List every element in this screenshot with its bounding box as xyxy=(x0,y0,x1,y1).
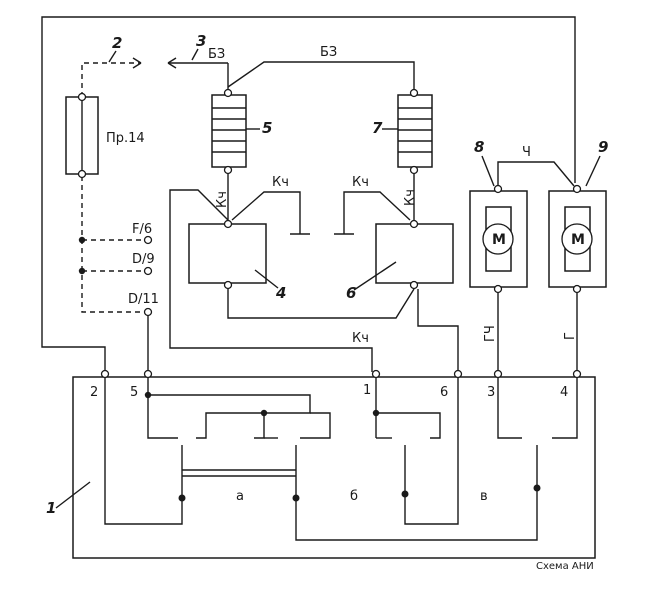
int-a2-down xyxy=(295,488,538,541)
wire-kch-5-right xyxy=(231,191,301,234)
motor-8-symbol: M xyxy=(492,232,506,248)
component-6 xyxy=(375,219,454,290)
label-kch-7b: Кч xyxy=(403,189,418,206)
section-v-label: в xyxy=(480,489,488,504)
switch-1-body xyxy=(72,376,596,559)
callout-6: 6 xyxy=(346,284,356,302)
junction-dot xyxy=(178,494,186,502)
wire-ch-link xyxy=(497,161,575,187)
component-5 xyxy=(211,88,247,175)
pin-2 xyxy=(100,369,110,379)
junction-dot xyxy=(372,409,380,417)
wire-outer-feed xyxy=(41,16,576,372)
pin-2-label: 2 xyxy=(90,385,98,400)
label-gch: ГЧ xyxy=(483,325,498,342)
arrow-3-head-b xyxy=(167,62,177,69)
terminal-f6 xyxy=(143,235,153,245)
junction-dot xyxy=(144,391,152,399)
junction-dot xyxy=(533,484,541,492)
int-pin5-h xyxy=(148,394,311,410)
contact-a-right3 xyxy=(300,412,331,439)
callout-4-leader xyxy=(254,269,279,289)
wire-kch-7-left xyxy=(343,191,411,234)
motor-9-symbol: M xyxy=(571,232,585,248)
wire-dashed-top xyxy=(81,62,140,97)
component-7 xyxy=(397,88,433,175)
label-d11: D/11 xyxy=(128,292,159,307)
pin-4 xyxy=(572,369,582,379)
pin-4-label: 4 xyxy=(560,385,568,400)
pin-3 xyxy=(493,369,503,379)
label-kch-7a: Кч xyxy=(352,175,369,190)
pin-5 xyxy=(143,369,153,379)
label-ch: Ч xyxy=(522,145,531,160)
label-g: Г xyxy=(563,332,578,340)
callout-1-leader xyxy=(55,481,91,509)
contact-b xyxy=(376,412,441,439)
callout-7: 7 xyxy=(372,119,383,137)
label-kch-bottom: Кч xyxy=(352,331,369,346)
callout-8-leader xyxy=(481,155,495,187)
callout-5: 5 xyxy=(262,119,272,137)
arrow-3-head xyxy=(167,57,177,64)
pin-1-label: 1 xyxy=(363,383,371,398)
callout-4: 4 xyxy=(275,284,286,302)
wire-bz-link xyxy=(227,61,415,92)
label-bz-mid: БЗ xyxy=(320,45,337,60)
callout-1: 1 xyxy=(46,499,56,517)
int-b-down xyxy=(404,378,459,525)
label-kch-5b: Кч xyxy=(272,175,289,190)
label-kch-5a: Кч xyxy=(215,191,230,208)
wire-6-to-pin6 xyxy=(417,289,459,372)
wire-dashed-down xyxy=(81,176,145,313)
fuse-pr14 xyxy=(65,92,99,179)
motor-8 xyxy=(469,184,528,294)
int-pin2 xyxy=(104,378,183,525)
pin-6-label: 6 xyxy=(440,385,448,400)
arrow-2-head xyxy=(132,57,142,64)
pin-5-label: 5 xyxy=(130,385,138,400)
terminal-d9 xyxy=(143,266,153,276)
arrow-2-head-b xyxy=(132,62,142,69)
contact-v-right xyxy=(552,378,578,439)
callout-9-leader xyxy=(585,155,601,187)
section-a-label: а xyxy=(236,489,244,504)
pin-1 xyxy=(371,369,381,379)
fuse-label: Пр.14 xyxy=(106,131,145,146)
junction-dot xyxy=(78,267,86,275)
callout-6-leader xyxy=(353,261,397,291)
label-d9: D/9 xyxy=(132,252,155,267)
label-f6: F/6 xyxy=(132,222,152,237)
terminal-d11 xyxy=(143,307,153,317)
section-b-label: б xyxy=(350,489,358,504)
callout-2-leader xyxy=(108,50,117,63)
wire-4-6-link xyxy=(227,288,415,319)
contact-a-left xyxy=(196,412,265,439)
callout-2: 2 xyxy=(112,34,122,52)
callout-9: 9 xyxy=(598,138,608,156)
caption: Схема АНИ xyxy=(536,561,594,572)
callout-3: 3 xyxy=(196,32,206,50)
callout-3-leader xyxy=(191,48,199,61)
pin-6 xyxy=(453,369,463,379)
wire-kch-left xyxy=(169,189,373,372)
junction-dot xyxy=(78,236,86,244)
callout-8: 8 xyxy=(474,138,484,156)
contact-v-left xyxy=(497,378,522,439)
motor-9 xyxy=(548,184,607,294)
pin-3-label: 3 xyxy=(487,385,495,400)
component-4 xyxy=(188,219,267,290)
label-bz-top: БЗ xyxy=(208,47,225,62)
